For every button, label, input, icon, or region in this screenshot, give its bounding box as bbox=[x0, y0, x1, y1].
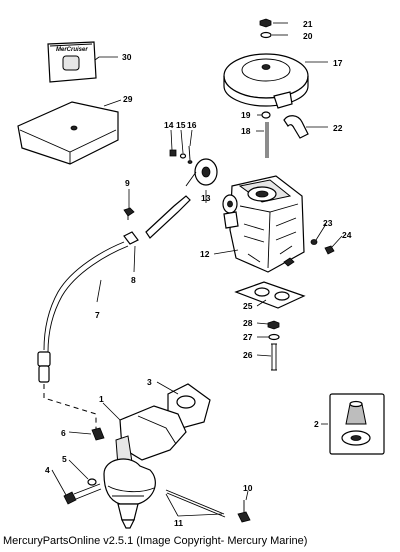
screw-24-part bbox=[324, 245, 335, 255]
fuel-line-part bbox=[37, 241, 129, 383]
callout-12: 12 bbox=[200, 249, 210, 259]
callout-24: 24 bbox=[342, 230, 352, 240]
fitting-15-part bbox=[179, 153, 187, 159]
bolt-4-part bbox=[63, 483, 102, 505]
callout-15: 15 bbox=[176, 120, 186, 130]
screw-9-part bbox=[123, 207, 135, 220]
screw-23-part bbox=[310, 239, 318, 245]
callout-21: 21 bbox=[303, 19, 313, 29]
callout-2: 2 bbox=[314, 419, 319, 429]
callout-29: 29 bbox=[123, 94, 133, 104]
nut-part bbox=[259, 18, 272, 28]
callout-9: 9 bbox=[125, 178, 130, 188]
callout-18: 18 bbox=[241, 126, 251, 136]
fitting-6-part bbox=[91, 427, 105, 441]
washer-5-part bbox=[87, 478, 97, 486]
callout-28: 28 bbox=[243, 318, 253, 328]
callout-30: 30 bbox=[122, 52, 132, 62]
pushrod-part bbox=[165, 489, 226, 518]
vent-hose-part bbox=[283, 115, 309, 139]
callout-3: 3 bbox=[147, 377, 152, 387]
callout-8: 8 bbox=[131, 275, 136, 285]
fuel-pump-part bbox=[103, 405, 187, 529]
callout-14: 14 bbox=[164, 120, 174, 130]
callout-27: 27 bbox=[243, 332, 253, 342]
fitting-14-part bbox=[169, 149, 177, 157]
washer-part bbox=[260, 31, 272, 39]
callout-11: 11 bbox=[174, 518, 183, 528]
stud-26-part bbox=[271, 343, 277, 371]
fitting-16-part bbox=[187, 145, 193, 164]
carburetor-gasket-part bbox=[234, 281, 306, 309]
stud-part bbox=[265, 122, 269, 158]
callout-25: 25 bbox=[243, 301, 253, 311]
callout-16: 16 bbox=[187, 120, 197, 130]
throttle-fitting-part bbox=[185, 158, 218, 187]
callout-10: 10 bbox=[243, 483, 253, 493]
callout-19: 19 bbox=[241, 110, 251, 120]
decal-logo-text: MerCruiser bbox=[56, 47, 88, 53]
callout-26: 26 bbox=[243, 350, 253, 360]
callout-17: 17 bbox=[333, 58, 343, 68]
callout-1: 1 bbox=[99, 394, 104, 404]
fitting-8-part bbox=[123, 195, 191, 245]
callout-13: 13 bbox=[201, 193, 211, 203]
callout-5: 5 bbox=[62, 454, 67, 464]
fuel-line-connector bbox=[43, 384, 97, 432]
flame-arrestor-cover-part bbox=[17, 101, 119, 165]
nut-28-part bbox=[267, 320, 280, 330]
flame-arrestor-part bbox=[223, 53, 309, 109]
callout-4: 4 bbox=[45, 465, 50, 475]
fitting-10-part bbox=[237, 500, 251, 523]
washer-27-part bbox=[268, 333, 280, 341]
callout-labels: 30 29 21 20 17 19 18 22 14 15 16 9 13 12… bbox=[45, 19, 352, 528]
copyright-footer: MercuryPartsOnline v2.5.1 (Image Copyrig… bbox=[3, 535, 308, 547]
gasket-part bbox=[261, 111, 271, 119]
carburetor-part bbox=[222, 175, 305, 273]
callout-6: 6 bbox=[61, 428, 66, 438]
callout-20: 20 bbox=[303, 31, 313, 41]
callout-7: 7 bbox=[95, 310, 100, 320]
leader-lines bbox=[51, 22, 343, 517]
decal-part: MerCruiser bbox=[47, 41, 97, 83]
callout-22: 22 bbox=[333, 123, 343, 133]
callout-23: 23 bbox=[323, 218, 333, 228]
repair-kit-box bbox=[329, 393, 385, 455]
